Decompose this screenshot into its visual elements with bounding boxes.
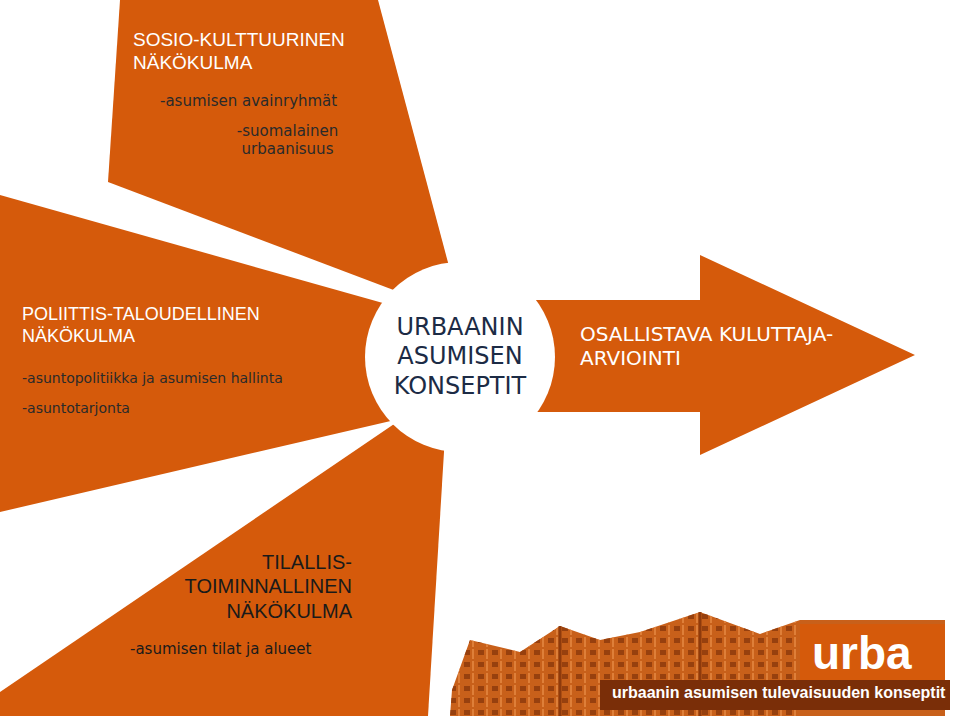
result-arrow: OSALLISTAVA KULUTTAJA-ARVIOINTI — [520, 253, 920, 458]
circle-fill — [365, 262, 555, 452]
perspective-item: -asuntotarjonta — [22, 400, 130, 417]
building-edge — [559, 626, 562, 716]
perspective-heading: TILALLIS- TOIMINNALLINEN NÄKÖKULMA — [152, 550, 352, 623]
logo-wordmark: urba — [812, 628, 912, 679]
perspective-item: -suomalainen urbaanisuus — [225, 122, 350, 159]
perspective-ray-outline — [0, 415, 450, 716]
logo-band — [600, 680, 950, 710]
city-skyline — [450, 612, 945, 716]
perspective-ray: TILALLIS- TOIMINNALLINEN NÄKÖKULMA -asumi… — [0, 415, 450, 716]
arrow-label: OSALLISTAVA KULUTTAJA-ARVIOINTI — [580, 322, 840, 371]
perspective-item: -asumisen avainryhmät — [160, 92, 337, 110]
shape-fill — [520, 255, 915, 455]
logo-tagline: urbaanin asumisen tulevaisuuden konsepti… — [612, 684, 945, 702]
logo-panel — [800, 624, 945, 682]
perspective-item: -asuntopolitiikka ja asumisen hallinta — [22, 370, 283, 387]
center-title: URBAANIN ASUMISEN KONSEPTIT — [375, 313, 545, 401]
perspective-heading: SOSIO-KULTTUURINEN NÄKÖKULMA — [133, 28, 393, 74]
perspective-item: -asumisen tilat ja alueet — [130, 640, 311, 658]
shape-fill — [0, 420, 445, 716]
center-circle: URBAANIN ASUMISEN KONSEPTIT — [365, 262, 555, 452]
perspective-heading: POLIITTIS-TALOUDELLINEN NÄKÖKULMA — [22, 304, 342, 348]
